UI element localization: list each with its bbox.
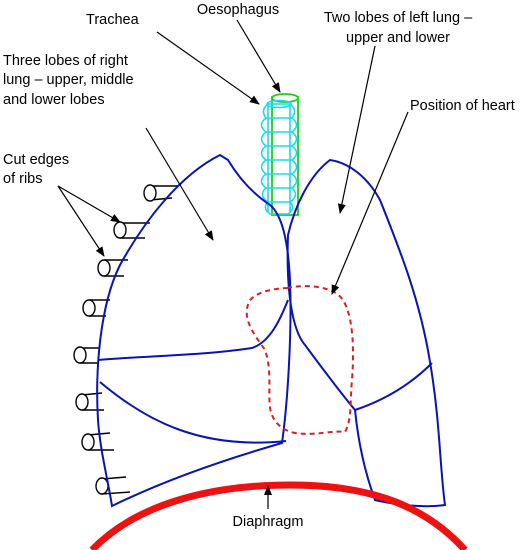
arrow-rib-a bbox=[57, 185, 121, 223]
rib-1 bbox=[143, 184, 178, 202]
arrow-right-lung bbox=[145, 127, 214, 241]
labels: Trachea Oesophagus Three lobes of right … bbox=[3, 2, 515, 530]
diaphragm bbox=[89, 481, 468, 550]
right-lung bbox=[96, 153, 292, 508]
label-diaphragm: Diaphragm bbox=[233, 514, 304, 530]
label-right-lung-3: and lower lobes bbox=[3, 92, 105, 108]
label-oesophagus: Oesophagus bbox=[197, 2, 279, 18]
label-ribs-2: of ribs bbox=[3, 171, 43, 187]
rib-7 bbox=[81, 432, 114, 451]
trachea bbox=[260, 99, 298, 215]
rib-5 bbox=[73, 346, 100, 364]
arrow-rib-b bbox=[57, 185, 105, 257]
label-right-lung-2: lung – upper, middle bbox=[3, 72, 134, 88]
leader-lines bbox=[57, 19, 409, 509]
label-trachea: Trachea bbox=[86, 12, 140, 28]
label-right-lung-1: Three lobes of right bbox=[3, 53, 128, 69]
rib-stubs bbox=[73, 184, 178, 495]
arrow-trachea bbox=[156, 31, 260, 105]
label-heart: Position of heart bbox=[410, 98, 515, 114]
arrow-heart bbox=[331, 111, 409, 295]
rib-8 bbox=[95, 476, 131, 495]
label-left-lung-1: Two lobes of left lung – bbox=[324, 10, 473, 26]
arrow-left-lung bbox=[337, 45, 376, 214]
rib-6 bbox=[75, 392, 104, 411]
heart-position bbox=[245, 285, 355, 435]
rib-3 bbox=[97, 259, 128, 277]
label-ribs-1: Cut edges bbox=[3, 152, 69, 168]
arrow-oesophagus bbox=[236, 19, 281, 93]
label-left-lung-2: upper and lower bbox=[346, 30, 450, 46]
